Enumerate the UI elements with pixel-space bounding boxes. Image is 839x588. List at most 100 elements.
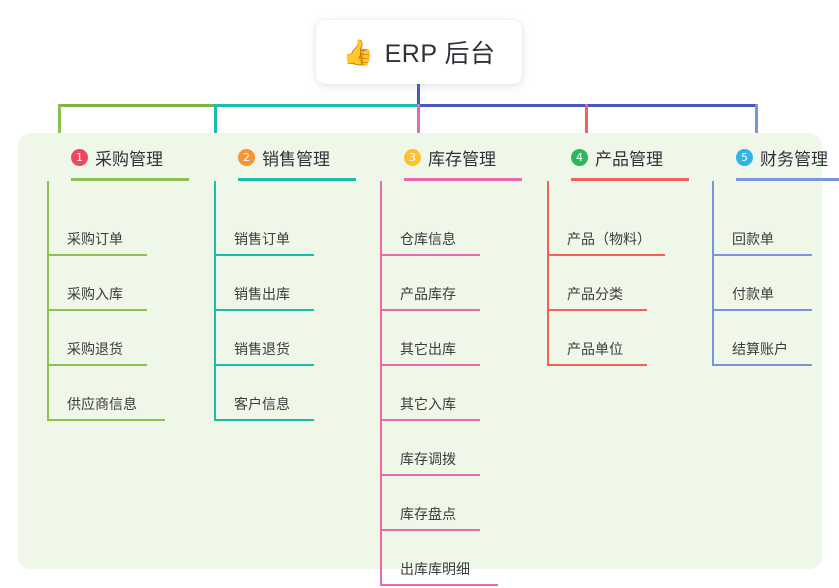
thumbs-up-icon: 👍 <box>342 37 374 67</box>
leaf-item-underline <box>380 309 480 311</box>
root-stem-connector <box>417 84 420 106</box>
leaf-item-underline <box>380 474 480 476</box>
drop-connector-col1 <box>58 104 61 144</box>
drop-connector-col2 <box>214 104 217 144</box>
leaf-item-underline <box>47 419 165 421</box>
category-label: 财务管理 <box>760 149 828 169</box>
category-underline <box>571 178 689 181</box>
leaf-item-underline <box>547 254 665 256</box>
leaf-item[interactable]: 其它出库 <box>380 311 480 366</box>
leaf-item-underline <box>214 254 314 256</box>
leaf-item-label: 库存调拨 <box>400 451 456 467</box>
leaf-item-label: 产品分类 <box>567 286 623 302</box>
leaf-item[interactable]: 回款单 <box>712 201 812 256</box>
category-spine-connector <box>547 181 549 366</box>
leaf-item-label: 出库库明细 <box>400 561 470 577</box>
bus-segment-left <box>58 104 216 107</box>
leaf-item[interactable]: 产品分类 <box>547 256 647 311</box>
leaf-item[interactable]: 其它入库 <box>380 366 480 421</box>
leaf-item[interactable]: 产品（物料） <box>547 201 665 256</box>
category-spine-connector <box>47 181 49 421</box>
leaf-item-underline <box>712 364 812 366</box>
leaf-item-label: 其它出库 <box>400 341 456 357</box>
leaf-item[interactable]: 产品库存 <box>380 256 480 311</box>
leaf-item-label: 其它入库 <box>400 396 456 412</box>
category-number-badge: 2 <box>238 148 255 166</box>
leaf-item-underline <box>712 309 812 311</box>
leaf-item-underline <box>380 364 480 366</box>
leaf-item-label: 供应商信息 <box>67 396 137 412</box>
leaf-item[interactable]: 库存盘点 <box>380 476 480 531</box>
category-column-3: 3 库存管理仓库信息产品库存其它出库其它入库库存调拨库存盘点出库库明细 <box>378 145 546 586</box>
category-spine-connector <box>712 181 714 366</box>
leaf-item-label: 采购订单 <box>67 231 123 247</box>
leaf-item-underline <box>214 419 314 421</box>
leaf-item[interactable]: 采购入库 <box>47 256 147 311</box>
leaf-item-underline <box>547 364 647 366</box>
drop-connector-col3 <box>417 104 420 144</box>
category-label: 销售管理 <box>262 149 330 169</box>
leaf-item-label: 结算账户 <box>732 341 788 357</box>
leaf-item[interactable]: 客户信息 <box>214 366 314 421</box>
root-node[interactable]: 👍 ERP 后台 <box>316 20 522 84</box>
category-column-5: 5 财务管理回款单付款单结算账户 <box>710 145 839 366</box>
category-header-5[interactable]: 5 财务管理 <box>710 145 839 169</box>
leaf-item[interactable]: 采购订单 <box>47 201 147 256</box>
leaf-item[interactable]: 付款单 <box>712 256 812 311</box>
leaf-item-label: 采购入库 <box>67 286 123 302</box>
leaf-item-underline <box>380 419 480 421</box>
leaf-item[interactable]: 供应商信息 <box>47 366 165 421</box>
leaf-item-label: 销售出库 <box>234 286 290 302</box>
leaf-item-underline <box>47 309 147 311</box>
category-underline <box>71 178 189 181</box>
category-column-1: 1 采购管理采购订单采购入库采购退货供应商信息 <box>45 145 213 421</box>
drop-connector-col4 <box>585 104 588 144</box>
drop-connector-col5 <box>755 104 758 144</box>
leaf-item-underline <box>380 529 480 531</box>
category-number-badge: 4 <box>571 148 588 166</box>
leaf-item-label: 销售订单 <box>234 231 290 247</box>
category-header-3[interactable]: 3 库存管理 <box>378 145 546 169</box>
leaf-item[interactable]: 库存调拨 <box>380 421 480 476</box>
leaf-item[interactable]: 销售订单 <box>214 201 314 256</box>
leaf-item-underline <box>547 309 647 311</box>
leaf-item-underline <box>47 364 147 366</box>
leaf-item-label: 客户信息 <box>234 396 290 412</box>
category-label: 库存管理 <box>428 149 496 169</box>
category-underline <box>736 178 839 181</box>
category-spine-connector <box>214 181 216 421</box>
leaf-item-label: 产品库存 <box>400 286 456 302</box>
leaf-item-label: 付款单 <box>732 286 774 302</box>
leaf-item-label: 库存盘点 <box>400 506 456 522</box>
leaf-item-underline <box>47 254 147 256</box>
leaf-item-underline <box>380 254 480 256</box>
category-column-2: 2 销售管理销售订单销售出库销售退货客户信息 <box>212 145 380 421</box>
leaf-item-label: 采购退货 <box>67 341 123 357</box>
category-number-badge: 5 <box>736 148 753 166</box>
leaf-item-underline <box>214 364 314 366</box>
leaf-item[interactable]: 结算账户 <box>712 311 812 366</box>
leaf-item-underline <box>214 309 314 311</box>
leaf-item-label: 仓库信息 <box>400 231 456 247</box>
leaf-item[interactable]: 仓库信息 <box>380 201 480 256</box>
leaf-item[interactable]: 销售出库 <box>214 256 314 311</box>
leaf-item[interactable]: 销售退货 <box>214 311 314 366</box>
category-label: 采购管理 <box>95 149 163 169</box>
leaf-item[interactable]: 出库库明细 <box>380 531 498 586</box>
leaf-item-label: 产品（物料） <box>567 231 651 247</box>
leaf-item-underline <box>380 584 498 586</box>
leaf-item-label: 销售退货 <box>234 341 290 357</box>
leaf-item-label: 产品单位 <box>567 341 623 357</box>
category-header-2[interactable]: 2 销售管理 <box>212 145 380 169</box>
leaf-item[interactable]: 产品单位 <box>547 311 647 366</box>
category-number-badge: 3 <box>404 148 421 166</box>
category-underline <box>238 178 356 181</box>
diagram-panel <box>18 133 822 569</box>
bus-segment-mid <box>214 104 419 107</box>
leaf-item-underline <box>712 254 812 256</box>
category-header-1[interactable]: 1 采购管理 <box>45 145 213 169</box>
leaf-item[interactable]: 采购退货 <box>47 311 147 366</box>
category-number-badge: 1 <box>71 148 88 166</box>
